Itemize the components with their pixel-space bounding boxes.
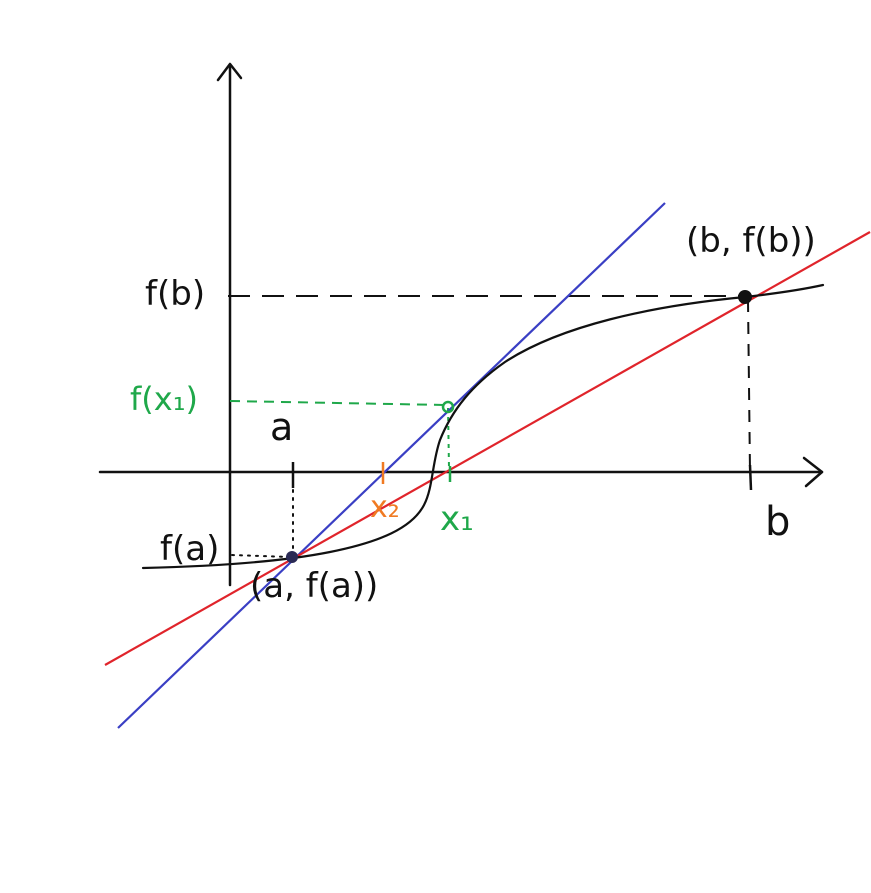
labels: f(b) f(x₁) a f(a) x₂ x₁ b (a, f(a)) (b, … — [130, 221, 816, 606]
point-x1-marker — [441, 400, 455, 414]
tick-b — [748, 464, 753, 491]
ticks — [291, 462, 753, 491]
guides — [228, 295, 751, 558]
x1-vertical-dotted-guide — [447, 407, 450, 469]
label-point-b: (b, f(b)) — [686, 221, 816, 261]
label-point-a: (a, f(a)) — [250, 566, 378, 606]
b-vertical-dashed-guide — [747, 299, 751, 473]
point-b-marker — [738, 290, 752, 304]
label-x1: x₁ — [440, 499, 474, 539]
y-axis-arrowhead — [216, 62, 243, 82]
label-b: b — [765, 499, 790, 545]
axes — [98, 62, 824, 587]
label-f-b: f(b) — [145, 274, 205, 314]
function-curve — [141, 283, 825, 570]
x-axis-arrowhead — [802, 456, 824, 488]
f-a-dotted-guide — [231, 554, 291, 558]
secant-line — [104, 231, 871, 666]
label-f-x1: f(x₁) — [130, 380, 198, 418]
label-x2: x₂ — [370, 490, 400, 525]
label-f-a: f(a) — [160, 529, 219, 569]
label-a: a — [270, 405, 293, 449]
f-x1-dashed-guide — [229, 400, 448, 406]
point-a-marker — [286, 551, 298, 563]
tangent-line — [117, 202, 666, 729]
